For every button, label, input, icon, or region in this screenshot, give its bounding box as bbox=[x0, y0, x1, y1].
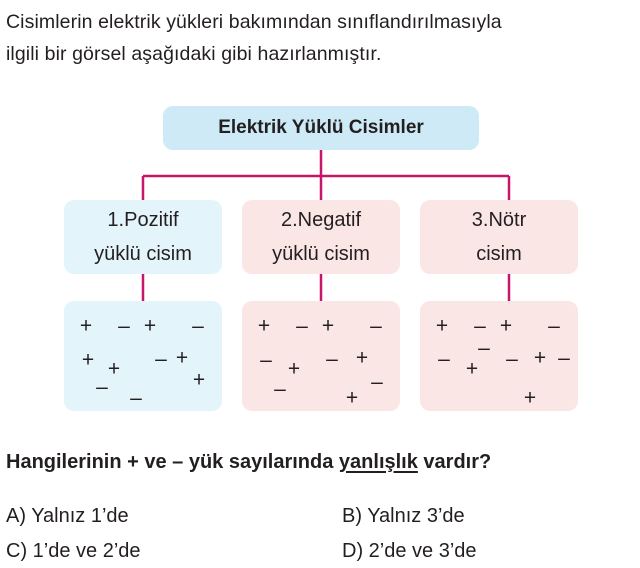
plus-charge: + bbox=[287, 357, 301, 381]
minus-charge: – bbox=[130, 386, 142, 410]
intro-line-1: Cisimlerin elektrik yükleri bakımından s… bbox=[6, 11, 502, 33]
minus-charge: – bbox=[370, 314, 382, 338]
category-negative: 2.Negatif yüklü cisim bbox=[242, 200, 400, 274]
option-a[interactable]: A) Yalnız 1’de bbox=[6, 505, 129, 527]
minus-charge: – bbox=[260, 348, 272, 372]
plus-charge: + bbox=[321, 314, 335, 338]
plus-charge: + bbox=[435, 314, 449, 338]
plus-charge: + bbox=[355, 346, 369, 370]
intro-line-2: ilgili bir görsel aşağıdaki gibi hazırla… bbox=[6, 43, 382, 65]
plus-charge: + bbox=[107, 357, 121, 381]
category-neutral-line1: 3.Nötr bbox=[471, 209, 527, 231]
minus-charge: – bbox=[155, 347, 167, 371]
category-positive-line2: yüklü cisim bbox=[94, 243, 192, 265]
minus-charge: – bbox=[478, 336, 490, 360]
question-underlined-word: yanlışlık bbox=[338, 451, 418, 473]
plus-charge: + bbox=[81, 348, 95, 372]
option-d[interactable]: D) 2’de ve 3’de bbox=[342, 540, 477, 562]
plus-charge: + bbox=[143, 314, 157, 338]
minus-charge: – bbox=[438, 347, 450, 371]
plus-charge: + bbox=[533, 346, 547, 370]
category-negative-line1: 2.Negatif bbox=[280, 209, 362, 231]
minus-charge: – bbox=[296, 314, 308, 338]
question-part-2: vardır? bbox=[417, 451, 492, 473]
plus-charge: + bbox=[499, 314, 513, 338]
option-c[interactable]: C) 1’de ve 2’de bbox=[6, 540, 141, 562]
minus-charge: – bbox=[474, 314, 486, 338]
category-negative-line2: yüklü cisim bbox=[272, 243, 370, 265]
plus-charge: + bbox=[79, 314, 93, 338]
minus-charge: – bbox=[371, 370, 383, 394]
plus-charge: + bbox=[257, 314, 271, 338]
minus-charge: – bbox=[274, 377, 286, 401]
plus-charge: + bbox=[523, 386, 537, 410]
category-neutral-line2: cisim bbox=[476, 243, 522, 265]
minus-charge: – bbox=[118, 314, 130, 338]
minus-charge: – bbox=[96, 375, 108, 399]
question-part-1: Hangilerinin + ve – yük sayılarında bbox=[6, 451, 339, 473]
plus-charge: + bbox=[175, 346, 189, 370]
category-positive: 1.Pozitif yüklü cisim bbox=[64, 200, 222, 274]
category-neutral: 3.Nötr cisim bbox=[420, 200, 578, 274]
minus-charge: – bbox=[548, 314, 560, 338]
intro-text: Cisimlerin elektrik yükleri bakımından s… bbox=[6, 6, 638, 70]
plus-charge: + bbox=[192, 368, 206, 392]
option-b[interactable]: B) Yalnız 3’de bbox=[342, 505, 465, 527]
minus-charge: – bbox=[326, 347, 338, 371]
minus-charge: – bbox=[558, 346, 570, 370]
category-positive-line1: 1.Pozitif bbox=[107, 209, 179, 231]
minus-charge: – bbox=[192, 314, 204, 338]
plus-charge: + bbox=[345, 386, 359, 410]
plus-charge: + bbox=[465, 357, 479, 381]
charge-box-negative: +++++–––––– bbox=[242, 301, 400, 411]
question-text: Hangilerinin + ve – yük sayılarında yanl… bbox=[6, 451, 491, 474]
charge-box-positive: ++++++––––– bbox=[64, 301, 222, 411]
minus-charge: – bbox=[506, 347, 518, 371]
diagram-title: Elektrik Yüklü Cisimler bbox=[163, 106, 479, 150]
charge-box-neutral: +++++–––––– bbox=[420, 301, 578, 411]
